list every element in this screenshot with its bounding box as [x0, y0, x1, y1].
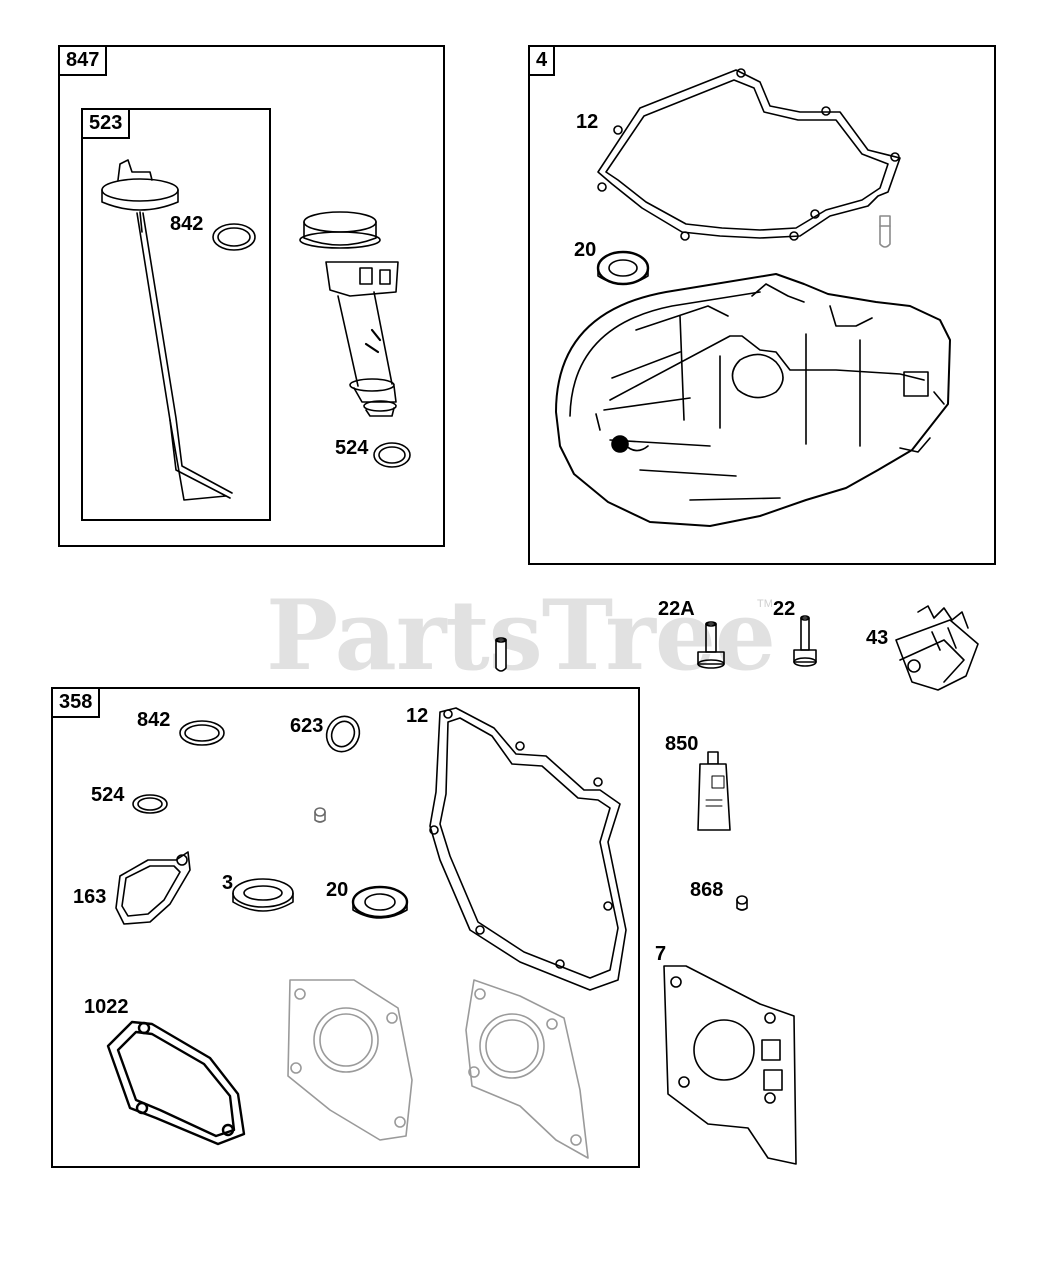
kit-847-frame — [58, 45, 445, 547]
kit-4-label: 4 — [528, 45, 556, 76]
governor-43-part — [895, 605, 979, 691]
kit-358-frame — [51, 687, 640, 1168]
plug-868-part — [736, 895, 748, 911]
callout-163: 163 — [73, 886, 107, 908]
callout-1022: 1022 — [84, 996, 129, 1018]
o-ring-524-kit-847 — [373, 442, 411, 468]
oil-seal-kit-4 — [596, 250, 650, 286]
gasket-163 — [115, 851, 191, 925]
callout-7: 7 — [655, 943, 667, 965]
kit-523-frame — [81, 108, 271, 521]
o-ring-842-kit-847 — [212, 223, 256, 251]
kit-4-frame — [528, 45, 996, 565]
callout-842-kit-358: 842 — [137, 709, 171, 731]
o-ring-842-kit-358 — [179, 720, 225, 746]
callout-850: 850 — [665, 733, 699, 755]
seal-3 — [232, 878, 294, 912]
oil-seal-20-kit-358 — [351, 885, 409, 919]
callout-842-kit-847: 842 — [170, 213, 204, 235]
callout-623: 623 — [290, 715, 324, 737]
callout-524-kit-358: 524 — [91, 784, 125, 806]
callout-22a: 22A — [658, 598, 695, 620]
sump-gasket-kit-4 — [597, 69, 901, 239]
callout-12-kit-358: 12 — [406, 705, 429, 727]
small-plug-kit-358 — [314, 807, 326, 823]
engine-sump-part — [555, 273, 951, 527]
o-ring-524-kit-358 — [132, 794, 168, 814]
dowel-pin-kit-4 — [879, 215, 891, 248]
dowel-pin-loose — [495, 637, 507, 672]
callout-3: 3 — [222, 872, 234, 894]
callout-43: 43 — [866, 627, 889, 649]
head-gasket-kit-358-b — [465, 979, 589, 1159]
kit-847-label: 847 — [58, 45, 108, 76]
head-gasket-7 — [663, 965, 797, 1165]
sump-gasket-kit-358 — [429, 707, 627, 991]
callout-20-kit-4: 20 — [574, 239, 597, 261]
dipstick-tube-part — [299, 211, 399, 417]
callout-868: 868 — [690, 879, 724, 901]
gasket-1022 — [106, 1020, 246, 1146]
callout-22: 22 — [773, 598, 796, 620]
sealant-tube-850 — [697, 751, 731, 831]
parts-tree-watermark: PartsTree — [266, 579, 776, 692]
o-ring-623 — [325, 715, 361, 753]
kit-523-label: 523 — [81, 108, 131, 139]
callout-12-kit-4: 12 — [576, 111, 599, 133]
kit-358-label: 358 — [51, 687, 101, 718]
callout-20-kit-358: 20 — [326, 879, 349, 901]
trademark-mark: TM — [757, 598, 773, 610]
bolt-22a-part — [697, 621, 725, 669]
bolt-22-part — [793, 615, 817, 667]
head-gasket-kit-358-a — [287, 979, 413, 1141]
callout-524-kit-847: 524 — [335, 437, 369, 459]
dipstick-part — [101, 159, 233, 501]
